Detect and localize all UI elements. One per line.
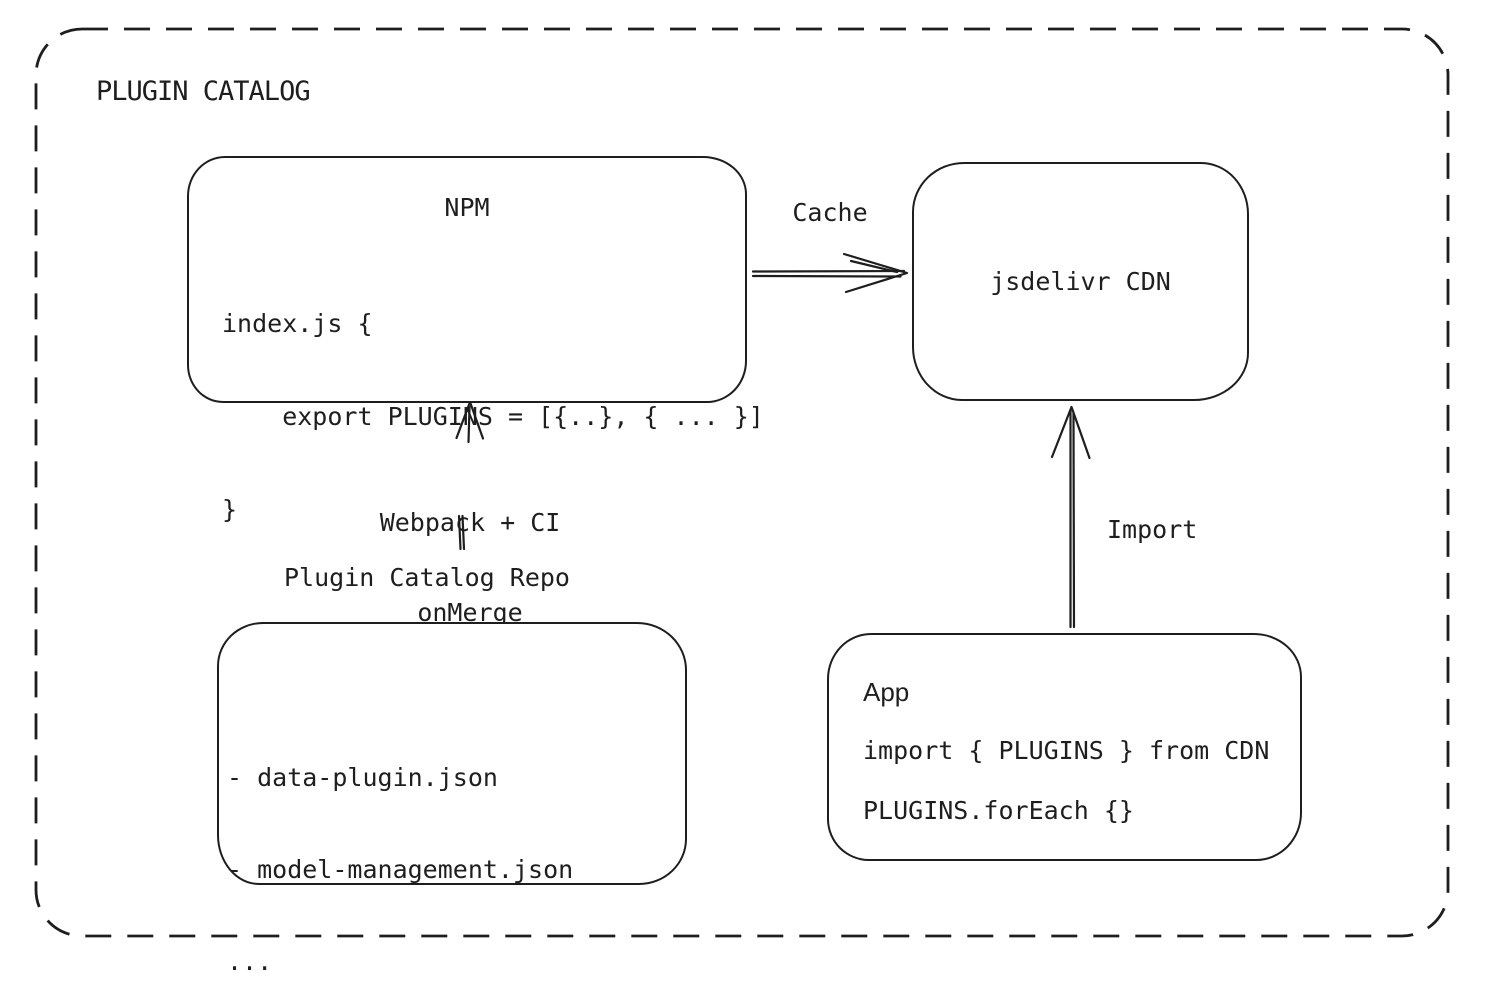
cdn-node-label: jsdelivr CDN [990,267,1171,296]
repo-node-files: - data-plugin.json - model-management.js… [227,703,685,1002]
app-node-title: App [863,677,910,707]
npm-node-code: index.js { export PLUGINS = [{..}, { ...… [222,248,764,585]
cache-arrow-head [842,252,909,294]
import-arrow-shaft-overdraw [1072,411,1076,629]
npm-node-title: NPM [444,193,490,222]
app-code-line: PLUGINS.forEach {} [863,796,1134,825]
import-arrow [1050,405,1091,629]
npm-code-line: export PLUGINS = [{..}, { ... }] [222,402,764,431]
repo-node-label: Plugin Catalog Repo [284,563,570,592]
repo-file-line: - data-plugin.json [227,763,498,792]
build-edge-label-line1: Webpack + CI [379,508,561,537]
repo-file-line: ... [227,947,273,976]
npm-node: NPM index.js { export PLUGINS = [{..}, {… [187,156,764,524]
import-edge-label: Import [1107,515,1198,544]
app-code-line: import { PLUGINS } from CDN [863,736,1270,765]
cache-arrow [751,252,909,294]
cache-edge-label: Cache [792,198,868,227]
repo-node: - data-plugin.json - model-management.js… [217,622,687,976]
import-arrow-head [1050,405,1091,460]
cdn-node: jsdelivr CDN [912,162,1249,401]
cache-arrow-shaft [751,269,906,273]
npm-code-line: index.js { [222,309,373,338]
npm-code-line: } [222,495,238,524]
cache-arrow-head-overdraw [849,259,899,274]
diagram-title: PLUGIN CATALOG [96,76,311,107]
repo-file-line: - model-management.json [227,855,574,884]
cache-arrow-shaft-overdraw [751,274,902,278]
app-node: App import { PLUGINS } from CDN PLUGINS.… [827,633,1302,861]
